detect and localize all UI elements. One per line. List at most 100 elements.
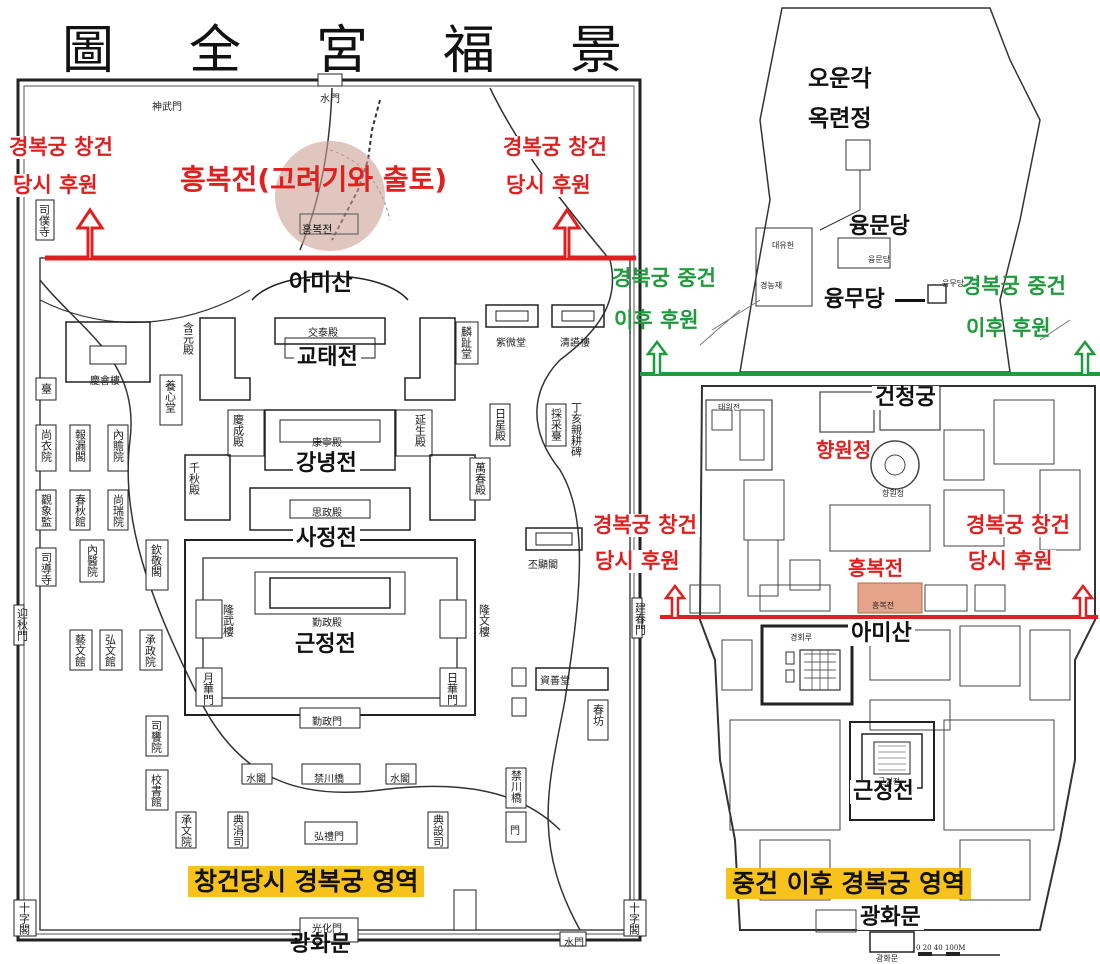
hanja-label: 春秋館 <box>73 494 87 527</box>
hanja-label: 十字閣 <box>17 902 31 935</box>
hanja-label: 迎秋門 <box>15 608 29 641</box>
hanja-label: 水閣 <box>246 774 266 785</box>
map-tiny-label: 융무당 <box>942 279 965 288</box>
hanja-label: 校書館 <box>149 774 163 807</box>
map-tiny-label: 경농재 <box>760 281 783 290</box>
left-gwanghwamun-label: 광화문 <box>290 932 351 957</box>
hanja-label: 臺 <box>39 383 53 394</box>
gyeonghoeru-pond <box>760 624 854 706</box>
geoncheonggung-label: 건청궁 <box>872 386 939 410</box>
heungbokjeon-title-label: 흥복전(고려기와 출토) <box>180 163 448 196</box>
changgeon-left-line2: 당시 후원 <box>592 550 683 573</box>
changgeon-right-line1: 경복궁 창건 <box>963 514 1073 537</box>
hanja-label: 春坊 <box>591 704 605 726</box>
map-tiny-label: 경회루 <box>790 633 813 642</box>
hanja-label: 典設司 <box>431 814 445 847</box>
hanja-label: 千秋殿 <box>187 462 201 495</box>
hanja-label: 光化門 <box>312 924 342 935</box>
gyotaejeon-label: 교태전 <box>294 346 361 370</box>
hanja-label: 思政殿 <box>312 508 342 519</box>
hanja-label: 採采臺 <box>549 408 563 441</box>
hanja-label: 日星殿 <box>493 408 507 441</box>
hanja-label: 日華門 <box>445 672 459 705</box>
hanja-label: 典涓司 <box>231 814 245 847</box>
left-map-title: 圖 全 宮 福 景 <box>62 8 622 81</box>
junggeon-left-line2: 이후 후원 <box>614 308 699 332</box>
hanja-label: 萬春殿 <box>473 462 487 495</box>
huwon-right-line1: 경복궁 창건 <box>500 136 610 159</box>
left-up-arrow-icon <box>75 207 105 258</box>
map-tiny-label: 융문당 <box>868 255 891 264</box>
hanja-label: 水門 <box>564 938 584 949</box>
hanja-label: 康寧殿 <box>312 438 342 449</box>
hanja-label: 內贍院 <box>111 429 125 462</box>
hanja-label: 門 <box>510 826 520 837</box>
hanja-label: 紫微堂 <box>496 338 526 349</box>
right-gwanghwamun-label: 광화문 <box>857 906 924 930</box>
left-region-label: 창건당시 경복궁 영역 <box>188 866 425 897</box>
okryeonjeong-label: 옥련정 <box>808 106 872 132</box>
huwon-left-line1: 경복궁 창건 <box>6 136 116 159</box>
title-char: 景 <box>569 21 622 81</box>
hanja-label: 十字閣 <box>627 902 641 935</box>
hanja-label: 水閣 <box>390 774 410 785</box>
title-char: 福 <box>442 21 495 81</box>
huwon-left-line2: 당시 후원 <box>10 174 101 197</box>
hanja-label: 養心堂 <box>163 380 177 413</box>
right-up-arrow-icon <box>552 207 582 258</box>
red-left-arrow-icon <box>663 583 687 617</box>
right-back-garden-outline <box>739 7 1041 373</box>
hanja-label: 尚瑞院 <box>111 494 125 527</box>
hanja-label: 建春門 <box>633 602 647 635</box>
hanja-label: 司導寺 <box>39 552 53 585</box>
map-tiny-label: 흥복전 <box>872 601 895 610</box>
map-tiny-label: 향원정 <box>882 489 905 498</box>
hanja-label: 延生殿 <box>413 414 427 447</box>
hanja-label: 神武門 <box>152 102 182 113</box>
hanja-label: 弘文館 <box>103 634 117 667</box>
scale-bar-label: 0 20 40 100M <box>916 944 966 952</box>
hanja-label: 含元殿 <box>181 322 195 355</box>
hanja-label: 報漏閣 <box>73 429 87 462</box>
green-right-arrow-icon <box>1073 339 1097 374</box>
hanja-label: 水門 <box>320 94 340 105</box>
junggeon-right-line1: 경복궁 중건 <box>962 274 1066 298</box>
hanja-label: 交泰殿 <box>308 328 338 339</box>
hanja-label: 弘禮門 <box>314 832 344 843</box>
hanja-label: 欽敬閣 <box>149 544 163 577</box>
right-palace-outline <box>698 385 1096 931</box>
map-tiny-label: 근정전 <box>878 777 901 786</box>
changgeon-right-line2: 당시 후원 <box>965 550 1056 573</box>
hanja-label: 承政院 <box>143 634 157 667</box>
hanja-label: 丕顯閣 <box>528 560 558 571</box>
amisan-label: 아미산 <box>289 270 353 296</box>
hanja-label: 禁川橋 <box>314 774 344 785</box>
yungmudang-label: 융무당 <box>824 287 885 312</box>
hanja-label: 麟趾堂 <box>459 326 473 359</box>
hanja-label: 司饔院 <box>149 720 163 753</box>
hanja-label: 司僕寺 <box>37 204 51 237</box>
geunjeongjeon-label: 근정전 <box>295 632 356 657</box>
hanja-label: 月華門 <box>201 672 215 705</box>
hanja-label: 禁川橋 <box>509 770 523 803</box>
red-right-arrow-icon <box>1071 583 1095 617</box>
hanja-label: 內醫院 <box>85 544 99 577</box>
hanja-label: 丁亥親耕碑 <box>569 402 583 457</box>
title-char: 圖 <box>62 21 115 81</box>
hanja-label: 承文院 <box>179 814 193 847</box>
changgeon-left-line1: 경복궁 창건 <box>590 514 700 537</box>
heungbokjeon-small-label: 흥복전 <box>302 223 333 236</box>
junggeon-right-line2: 이후 후원 <box>966 316 1051 340</box>
title-char: 全 <box>188 21 241 81</box>
oungak-label: 오운각 <box>808 66 872 92</box>
map-tiny-label: 태원전 <box>718 403 741 412</box>
hanja-label: 慶成殿 <box>231 414 245 447</box>
hanja-label: 慶會樓 <box>90 376 120 387</box>
right-geunjeongjeon-label: 근정전 <box>850 780 917 804</box>
heungbokjeon-highlight <box>857 582 923 614</box>
yungmudang-pointer <box>895 299 925 302</box>
title-char: 宮 <box>315 21 368 81</box>
hanja-label: 清讌樓 <box>560 338 590 349</box>
hanja-label: 尚衣院 <box>39 429 53 462</box>
